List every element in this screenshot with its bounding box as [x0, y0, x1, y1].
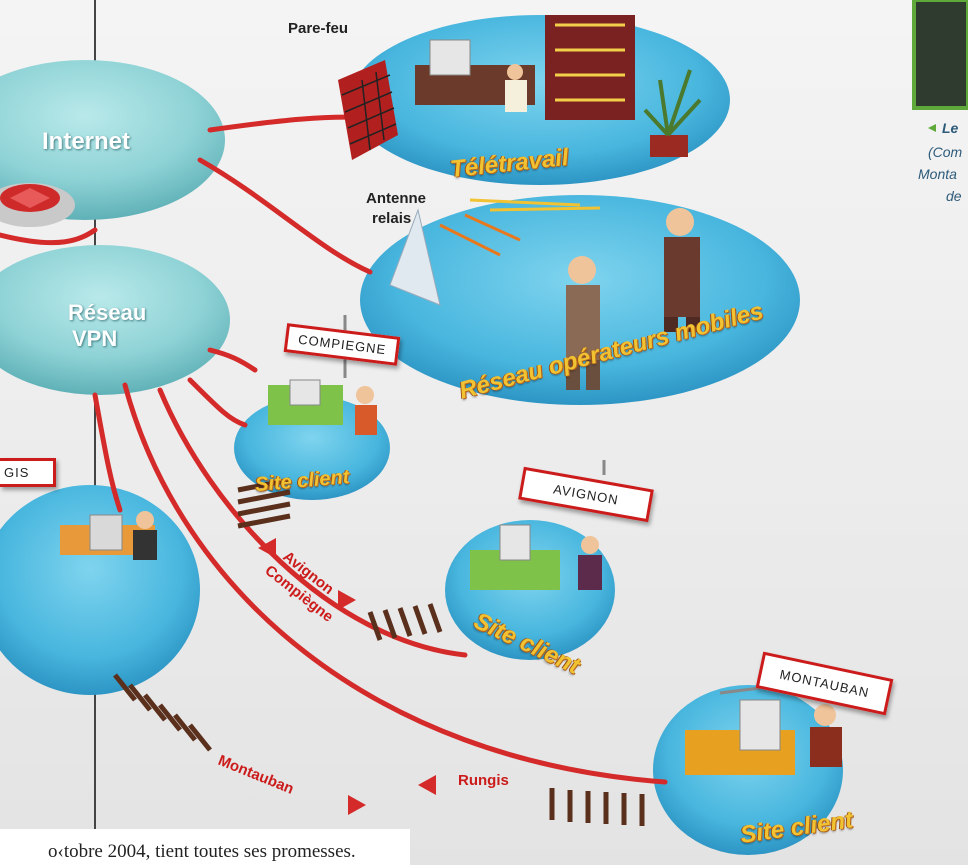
- compiegne-desk-icon: [268, 379, 377, 435]
- antenna-label: Antenne: [366, 190, 426, 207]
- arrow-compiegne: [258, 538, 276, 558]
- caption-line-1: Le: [942, 120, 959, 136]
- caption-line-4: de: [946, 188, 962, 204]
- arrow-montauban: [348, 795, 366, 815]
- track-compiegne: [237, 477, 291, 529]
- montauban-desk-icon: [685, 699, 842, 775]
- caption-arrow-icon: [928, 124, 936, 132]
- rungis-desk-icon: [60, 511, 157, 560]
- internet-cloud: [0, 60, 225, 220]
- body-text-line: o‹tobre 2004, tient toutes ses promesses…: [0, 829, 410, 865]
- vpn-cloud: [0, 245, 230, 395]
- route-arrows: [258, 538, 436, 815]
- track-avignon: [367, 603, 443, 641]
- railway-tracks: [113, 477, 645, 826]
- link-vpn-montauban: [122, 382, 668, 785]
- router-icon: [0, 183, 75, 227]
- link-vpn-avignon: [157, 387, 468, 658]
- sign-rungis: GIS: [0, 458, 57, 487]
- arrow-avignon: [338, 590, 356, 610]
- arrow-rungis: [418, 775, 436, 795]
- mobile-person-1-icon: [566, 256, 600, 390]
- relay-label: relais: [372, 210, 412, 227]
- vpn-network-label: Réseau: [68, 300, 147, 325]
- vpn-label: VPN: [72, 326, 118, 351]
- track-rungis: [549, 788, 645, 826]
- mobile-person-2-icon: [664, 208, 700, 332]
- route-label-rungis: Rungis: [458, 772, 509, 789]
- firewall-icon: [338, 60, 398, 160]
- link-vpn-compiegne-2: [207, 347, 258, 373]
- link-vpn-rungis: [92, 392, 123, 513]
- avignon-desk-icon: [470, 524, 602, 590]
- track-montauban: [113, 673, 212, 752]
- teletravail-desk-icon: [415, 15, 702, 157]
- caption-line-3: Monta: [918, 166, 957, 182]
- link-router-internet: [0, 227, 98, 246]
- link-vpn-compiegne: [187, 377, 248, 428]
- antenna-icon: [389, 198, 601, 306]
- firewall-label: Pare-feu: [288, 20, 349, 37]
- side-photo: [912, 0, 968, 110]
- caption-line-2: (Com: [928, 144, 963, 160]
- network-links: [0, 114, 668, 785]
- internet-label: Internet: [42, 128, 131, 155]
- link-internet-mobile: [197, 157, 373, 275]
